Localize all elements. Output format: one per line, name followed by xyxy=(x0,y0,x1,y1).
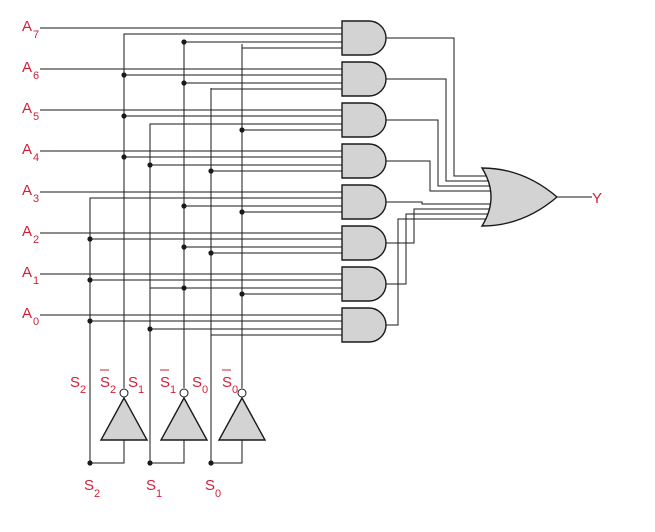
and-gate-6 xyxy=(341,61,387,97)
svg-text:2: 2 xyxy=(33,234,39,246)
select-label-s0: S xyxy=(192,374,202,391)
select-label-s0-bar: S xyxy=(222,374,232,391)
svg-text:3: 3 xyxy=(33,193,39,205)
svg-text:4: 4 xyxy=(33,152,39,164)
svg-text:6: 6 xyxy=(33,70,39,82)
junction-dots xyxy=(87,39,245,466)
select-input-s1: S xyxy=(146,477,156,494)
and-gate-4 xyxy=(341,143,387,179)
inverter-s2 xyxy=(99,396,149,441)
and-gates xyxy=(341,20,387,343)
and-gate-2 xyxy=(341,225,387,261)
and-gate-7 xyxy=(341,20,387,56)
select-label-s2-bar: S xyxy=(100,374,110,391)
inverter-s1 xyxy=(159,396,209,441)
wiring xyxy=(40,27,592,464)
select-labels-bottom: S 2 S 1 S 0 xyxy=(84,477,221,500)
select-input-s0: S xyxy=(205,477,215,494)
input-label-a4: A xyxy=(22,141,32,158)
inverters xyxy=(99,388,267,441)
inverter-s0 xyxy=(217,396,267,441)
select-label-s1: S xyxy=(128,374,138,391)
and-gate-5 xyxy=(341,102,387,138)
svg-text:0: 0 xyxy=(202,384,208,396)
input-label-a7: A xyxy=(22,18,32,35)
input-label-a2: A xyxy=(22,223,32,240)
svg-text:1: 1 xyxy=(156,488,162,500)
svg-text:0: 0 xyxy=(232,384,238,396)
svg-text:7: 7 xyxy=(33,29,39,41)
select-input-s2: S xyxy=(84,477,94,494)
input-label-a3: A xyxy=(22,182,32,199)
input-label-a6: A xyxy=(22,59,32,76)
and-gate-1 xyxy=(341,266,387,302)
and-gate-3 xyxy=(341,184,387,220)
input-labels: A 7 A 6 A 5 A 4 A 3 A 2 A 1 A 0 xyxy=(22,18,39,328)
input-label-a1: A xyxy=(22,264,32,281)
input-label-a5: A xyxy=(22,100,32,117)
svg-text:1: 1 xyxy=(138,384,144,396)
output-label-y: Y xyxy=(592,190,602,207)
svg-text:1: 1 xyxy=(33,275,39,287)
svg-text:2: 2 xyxy=(80,384,86,396)
select-label-s1-bar: S xyxy=(160,374,170,391)
select-labels-top: S 2 S 2 S 1 S 1 S 0 S 0 xyxy=(70,369,238,396)
svg-text:5: 5 xyxy=(33,111,39,123)
svg-text:2: 2 xyxy=(110,384,116,396)
svg-text:0: 0 xyxy=(33,316,39,328)
and-gate-0 xyxy=(341,307,387,343)
or-gate xyxy=(480,167,559,227)
input-label-a0: A xyxy=(22,305,32,322)
svg-text:1: 1 xyxy=(170,384,176,396)
svg-text:0: 0 xyxy=(215,488,221,500)
svg-text:2: 2 xyxy=(94,488,100,500)
select-label-s2: S xyxy=(70,374,80,391)
